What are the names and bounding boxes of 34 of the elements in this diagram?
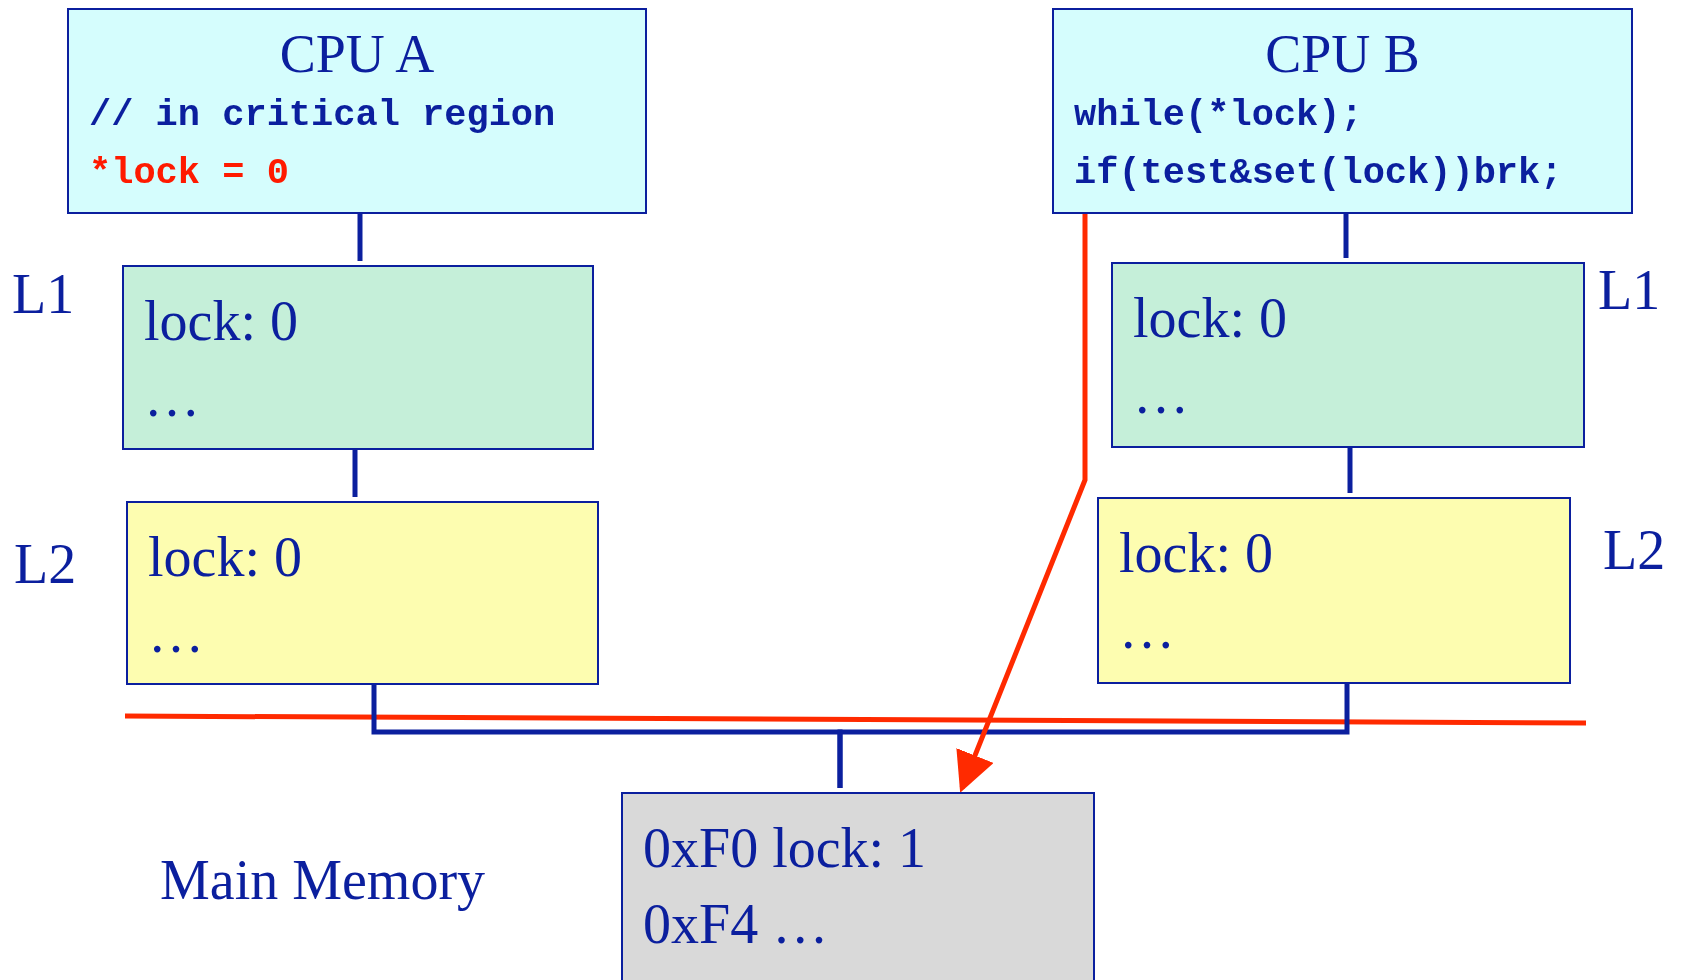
code-line: // in critical region [89,93,557,138]
level-label: Main Memory [160,848,486,912]
connector-line [837,684,1350,788]
cache-entry: lock: 0 [148,525,303,590]
cache-box [122,265,594,450]
code-line: *lock = 0 [89,151,290,196]
memory-entry: 0xF0 lock: 1 [643,816,928,881]
cache-ellipsis: … [148,601,205,666]
cache-box [1111,262,1585,448]
level-label: L1 [1598,258,1661,322]
cache-entry: lock: 0 [1119,521,1274,586]
connector-line [1347,448,1353,493]
cpu-title: CPU B [1265,23,1420,86]
cpu-title: CPU A [279,23,435,86]
connector-line [357,214,363,261]
cache-box [1097,497,1571,684]
cpu-box [1052,8,1633,214]
memory-box [621,792,1095,980]
level-label: L2 [14,532,77,596]
cache-entry: lock: 0 [144,289,299,354]
cache-ellipsis: … [1119,597,1176,662]
cache-ellipsis: … [144,365,201,430]
code-line: while(*lock); [1074,93,1364,138]
memory-entry: 0xF4 … [643,892,830,957]
cache-box [126,501,599,685]
cpu-box [67,8,647,214]
cache-entry: lock: 0 [1133,286,1288,351]
level-label: L2 [1603,518,1666,582]
connector-line [1343,214,1349,258]
level-label: L1 [12,262,75,326]
cache-ellipsis: … [1133,362,1190,427]
arrow [956,214,1088,793]
connector-line [352,450,358,497]
code-line: if(test&set(lock))brk; [1074,151,1564,196]
